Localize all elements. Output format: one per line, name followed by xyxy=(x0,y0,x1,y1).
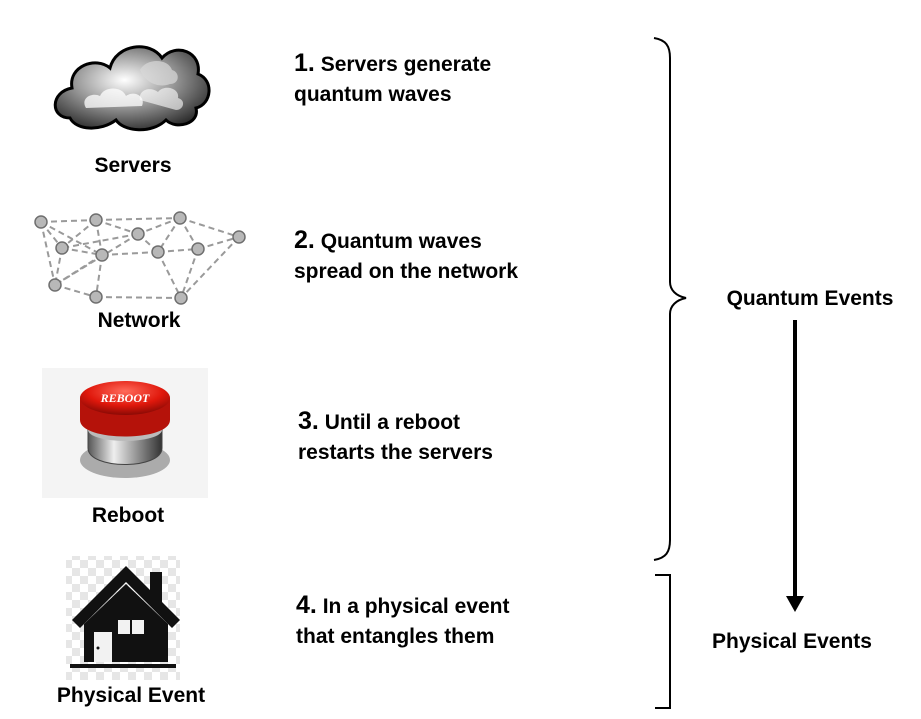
step-2-line1: Quantum waves xyxy=(320,230,482,253)
step-2-line2: spread on the network xyxy=(294,260,519,283)
step-2-number: 2. xyxy=(294,226,315,254)
step-4-line1: In a physical event xyxy=(322,595,510,618)
step-1-number: 1. xyxy=(294,49,315,77)
step-1-line2: quantum waves xyxy=(294,83,452,106)
label-servers: Servers xyxy=(94,154,172,177)
network-nodes xyxy=(34,211,246,305)
step-3-line2: restarts the servers xyxy=(298,441,493,464)
label-physical-event: Physical Event xyxy=(56,684,206,707)
physical-events-label: Physical Events xyxy=(712,630,872,653)
step-4-number: 4. xyxy=(296,591,317,619)
label-reboot: Reboot xyxy=(91,504,165,527)
reboot-button-icon: REBOOT xyxy=(42,368,208,498)
step-1: 1. Servers generate quantum waves xyxy=(294,48,491,110)
quantum-events-label: Quantum Events xyxy=(726,287,894,310)
cloud-icon xyxy=(53,45,211,132)
house-icon xyxy=(66,556,180,680)
physical-events-bracket xyxy=(655,574,671,709)
label-network: Network xyxy=(97,309,181,332)
step-4-line2: that entangles them xyxy=(296,625,495,648)
down-arrow xyxy=(786,320,804,612)
reboot-button-text: REBOOT xyxy=(100,391,150,405)
step-3-line1: Until a reboot xyxy=(324,411,461,434)
step-3: 3. Until a reboot restarts the servers xyxy=(298,406,493,468)
step-1-line1: Servers generate xyxy=(320,53,492,76)
step-4: 4. In a physical event that entangles th… xyxy=(296,590,509,652)
quantum-events-brace xyxy=(653,37,687,561)
step-3-number: 3. xyxy=(298,407,319,435)
step-2: 2. Quantum waves spread on the network xyxy=(294,225,518,287)
